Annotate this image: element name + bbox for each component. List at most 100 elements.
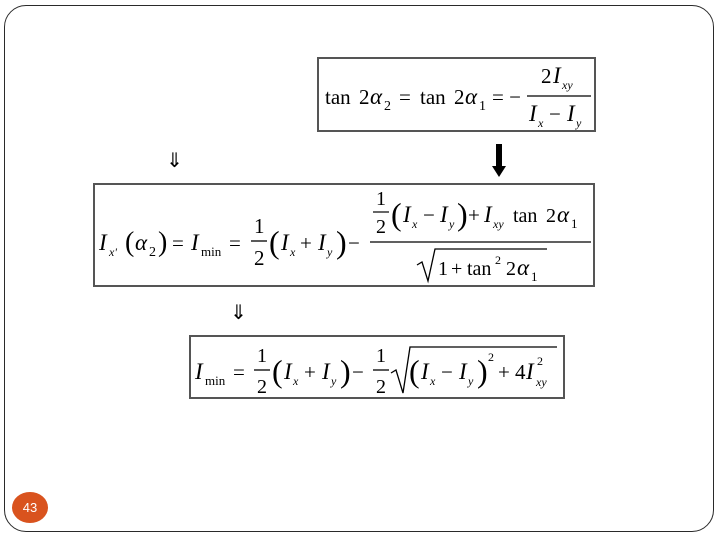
math-text: tan bbox=[325, 85, 351, 109]
math-text: = bbox=[399, 85, 411, 109]
math-text: 2 bbox=[506, 258, 516, 280]
math-text: − bbox=[423, 203, 435, 227]
math-text: ) bbox=[477, 353, 488, 389]
math-text: − bbox=[348, 231, 360, 255]
math-text: 1 bbox=[438, 258, 448, 280]
math-text: 4 bbox=[515, 360, 526, 384]
math-text: 2 bbox=[376, 216, 386, 238]
math-text: α bbox=[135, 230, 148, 255]
math-text: I bbox=[458, 359, 468, 384]
math-text: α bbox=[370, 84, 383, 109]
math-text: x bbox=[292, 374, 299, 388]
math-text: 1 bbox=[254, 214, 265, 238]
math-text: ( bbox=[269, 224, 280, 260]
math-text: ( bbox=[409, 353, 420, 389]
formula-box-i-min-principal: I min = 1 2 ( I x + I y ) − 1 2 ( I x − … bbox=[189, 335, 565, 399]
math-text: α bbox=[557, 202, 570, 227]
math-text: − bbox=[441, 360, 453, 384]
math-text: 1 bbox=[479, 99, 486, 114]
math-text: I bbox=[317, 230, 327, 255]
thick-down-arrow-icon bbox=[492, 144, 506, 177]
math-text: I bbox=[528, 101, 538, 126]
math-text: I bbox=[525, 359, 535, 384]
implies-arrow-icon: ⇓ bbox=[230, 300, 247, 324]
radical-sign bbox=[416, 248, 547, 284]
math-text: 2 bbox=[546, 205, 556, 227]
math-text: 2 bbox=[541, 64, 552, 88]
implies-arrow-icon: ⇓ bbox=[166, 148, 183, 172]
math-text: = − bbox=[492, 85, 521, 109]
math-text: x bbox=[411, 217, 418, 231]
math-text: 2 bbox=[537, 354, 543, 368]
math-text: I bbox=[420, 359, 430, 384]
formula-i-min-alpha: I x' ( α 2 ) = I min = 1 2 ( I x + I y )… bbox=[98, 188, 591, 284]
math-text: tan bbox=[420, 85, 446, 109]
math-text: 1 bbox=[376, 345, 386, 367]
math-text: 2 bbox=[257, 376, 267, 398]
math-text: x bbox=[429, 374, 436, 388]
math-text: = bbox=[172, 231, 184, 255]
math-text: x' bbox=[108, 245, 117, 259]
formula-box-i-min-alpha: I x' ( α 2 ) = I min = 1 2 ( I x + I y )… bbox=[93, 183, 595, 287]
math-text: 1 bbox=[531, 269, 538, 284]
formula-i-min-principal: I min = 1 2 ( I x + I y ) − 1 2 ( I x − … bbox=[194, 345, 557, 398]
radical-sign bbox=[390, 346, 557, 394]
math-text: ) bbox=[336, 224, 347, 260]
math-text: min bbox=[201, 244, 222, 259]
math-text: min bbox=[205, 373, 226, 388]
math-text: y bbox=[330, 374, 337, 388]
math-text: y bbox=[575, 116, 582, 130]
math-text: I bbox=[321, 359, 331, 384]
math-text: ( bbox=[272, 353, 283, 389]
math-text: tan bbox=[513, 205, 537, 227]
math-text: 2 bbox=[384, 99, 391, 114]
math-text: + bbox=[451, 258, 462, 280]
math-text: I bbox=[402, 202, 412, 227]
math-text: x bbox=[289, 245, 296, 259]
slide-number-badge: 43 bbox=[12, 492, 48, 523]
math-text: ) bbox=[340, 353, 351, 389]
math-text: I bbox=[190, 230, 200, 255]
math-text: I bbox=[439, 202, 449, 227]
math-text: ( bbox=[125, 227, 134, 258]
math-text: − bbox=[549, 102, 561, 126]
math-text: xy bbox=[492, 217, 504, 231]
math-text: I bbox=[194, 359, 204, 384]
math-text: + bbox=[300, 231, 312, 255]
math-text: α bbox=[465, 84, 478, 109]
math-text: y bbox=[448, 217, 455, 231]
formula-box-tan-2alpha: tan 2 α 2 = tan 2 α 1 = − 2 I xy I x − I… bbox=[317, 57, 596, 132]
math-text: tan bbox=[467, 258, 491, 280]
math-text: 2 bbox=[454, 85, 465, 109]
math-text: + bbox=[498, 360, 510, 384]
math-text: 1 bbox=[571, 216, 578, 231]
math-text: + bbox=[468, 203, 480, 227]
math-text: 1 bbox=[376, 188, 386, 210]
math-text: I bbox=[566, 101, 576, 126]
math-text: I bbox=[552, 63, 562, 88]
math-text: = bbox=[229, 231, 241, 255]
math-text: − bbox=[352, 360, 364, 384]
math-text: y bbox=[326, 245, 333, 259]
math-text: x bbox=[537, 116, 544, 130]
math-text: 2 bbox=[488, 350, 494, 364]
math-text: I bbox=[98, 230, 108, 255]
math-text: y bbox=[467, 374, 474, 388]
formula-tan-2alpha: tan 2 α 2 = tan 2 α 1 = − 2 I xy I x − I… bbox=[325, 63, 591, 130]
math-text: 1 bbox=[257, 345, 267, 367]
math-text: xy bbox=[535, 375, 547, 389]
math-text: xy bbox=[561, 78, 573, 92]
math-text: I bbox=[280, 230, 290, 255]
math-text: 2 bbox=[149, 245, 156, 260]
math-text: ) bbox=[158, 227, 167, 258]
math-text: = bbox=[233, 360, 245, 384]
math-text: α bbox=[517, 255, 530, 280]
math-text: ) bbox=[457, 196, 468, 232]
math-text: 2 bbox=[495, 253, 501, 267]
math-text: + bbox=[304, 360, 316, 384]
math-text: ( bbox=[391, 196, 402, 232]
math-text: 2 bbox=[359, 85, 370, 109]
math-text: I bbox=[483, 202, 493, 227]
math-text: 2 bbox=[376, 376, 386, 398]
math-text: I bbox=[283, 359, 293, 384]
